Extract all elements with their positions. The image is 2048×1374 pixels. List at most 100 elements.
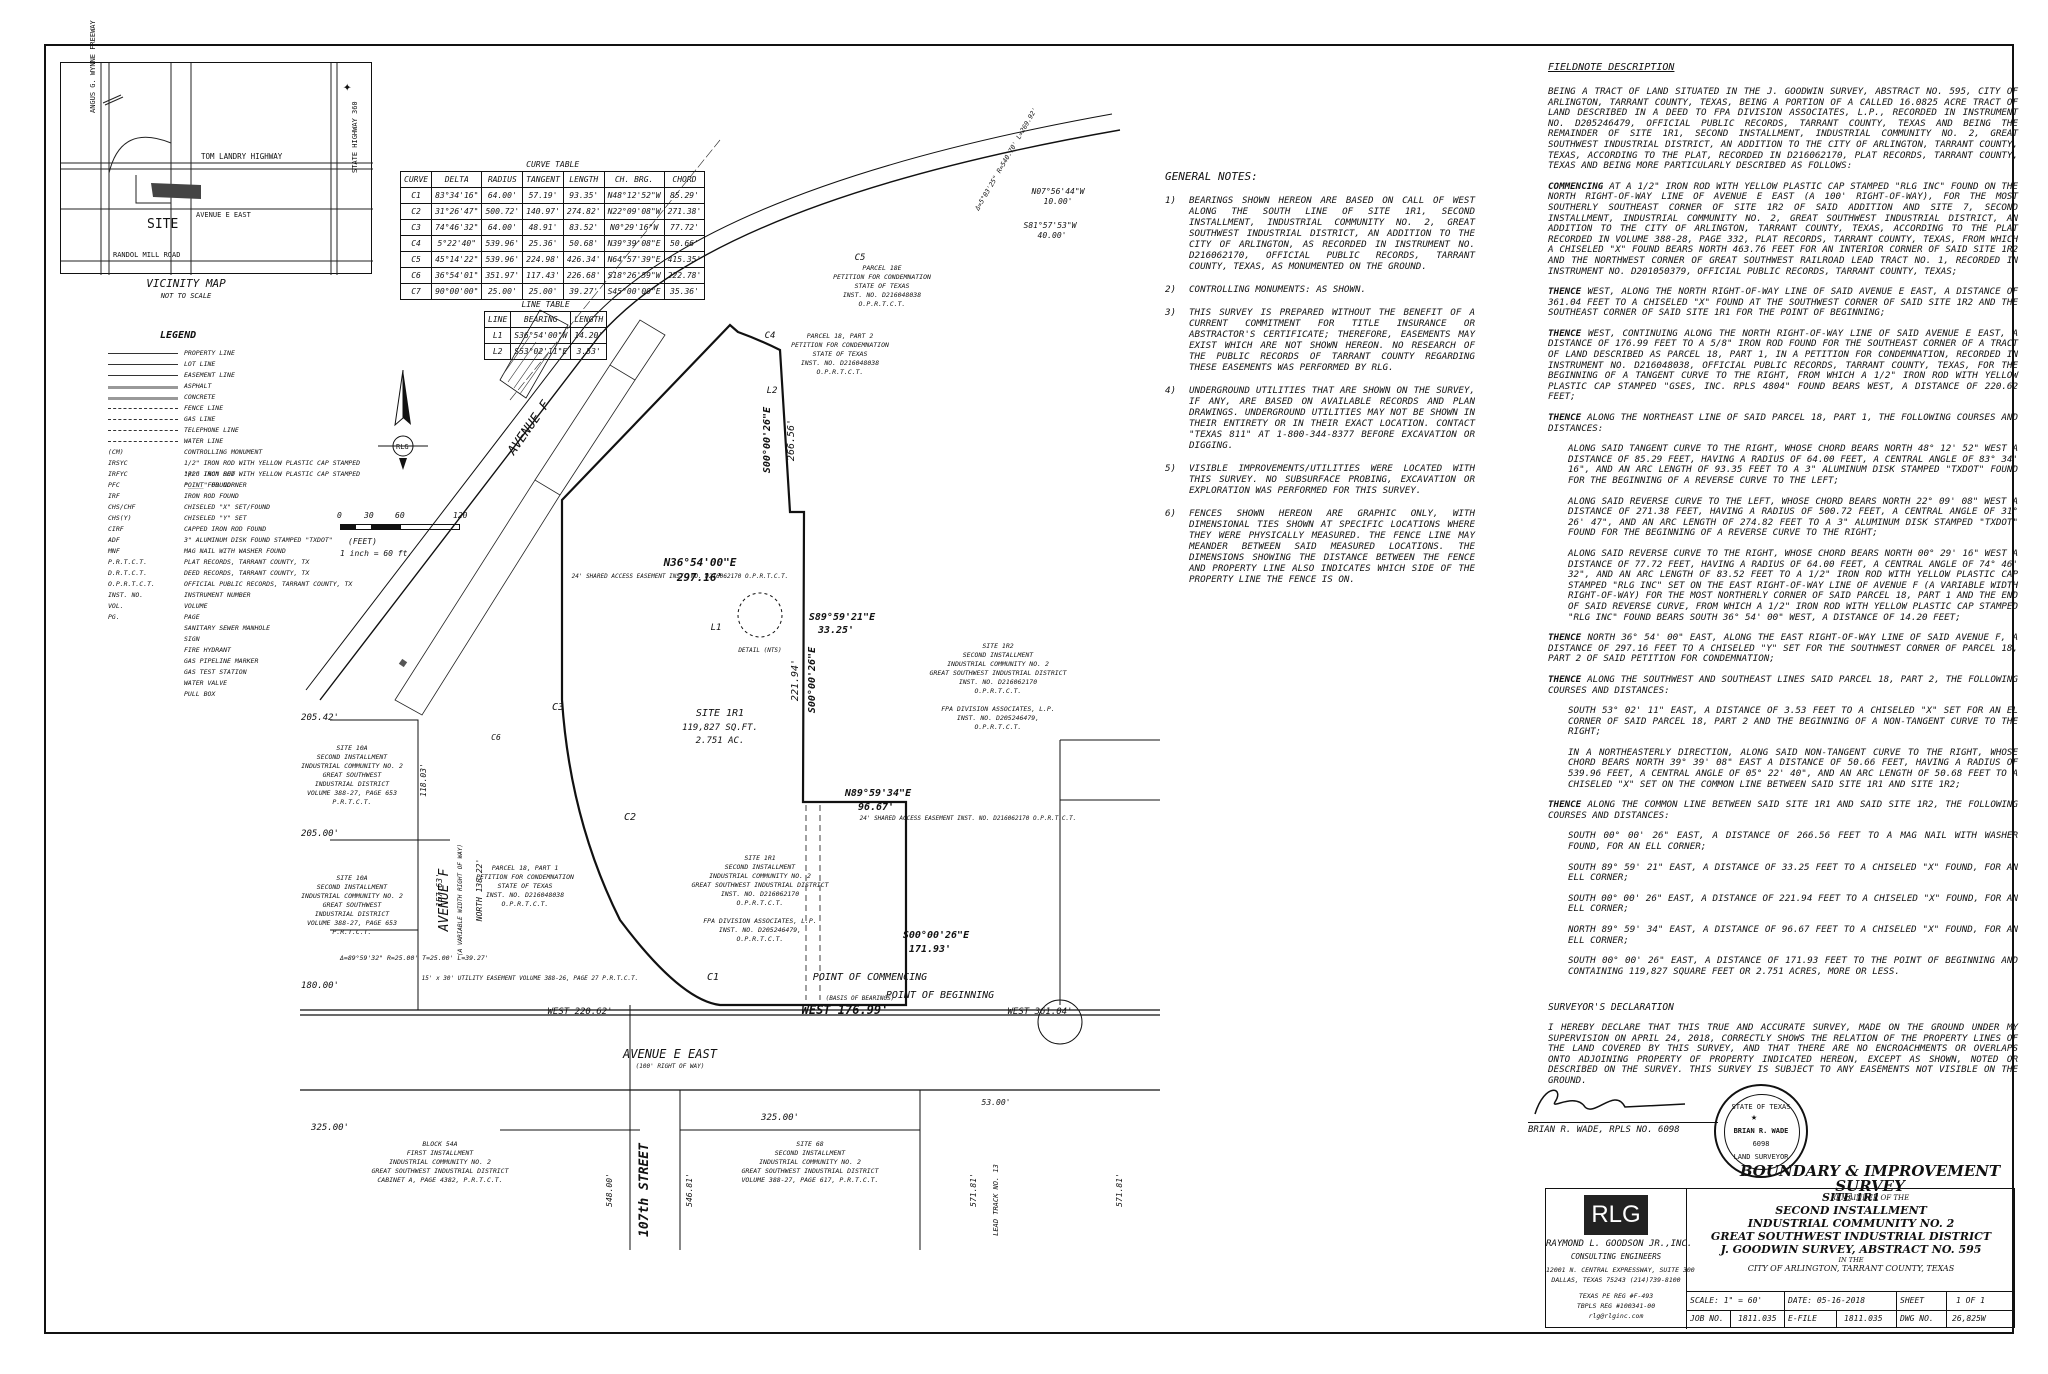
legend-item: P.R.T.C.T.PLAT RECORDS, TARRANT COUNTY, …: [108, 558, 310, 566]
fieldnote-text: ALONG THE NORTHEAST LINE OF SAID PARCEL …: [1548, 412, 2018, 434]
legend-item: FIRE HYDRANT: [108, 645, 368, 656]
site-68-label: GREAT SOUTHWEST INDUSTRIAL DISTRICT: [742, 1167, 880, 1175]
legend-item: PG.PAGE: [108, 613, 200, 621]
parcel-18e-label: O.P.R.T.C.T.: [859, 300, 906, 308]
scale-tick-0: 0: [337, 511, 342, 520]
site-10a-bottom-label: SITE 10A: [336, 874, 367, 882]
fieldnote-paragraph: SOUTH 00° 00' 26" EAST, A DISTANCE OF 17…: [1548, 955, 2018, 977]
legend-label: FENCE LINE: [184, 404, 224, 412]
fieldnote-paragraph: THENCE ALONG THE NORTHEAST LINE OF SAID …: [1548, 412, 2018, 434]
detail-label: DETAIL (NTS): [737, 647, 781, 654]
general-note: 2)CONTROLLING MONUMENTS: AS SHOWN.: [1165, 284, 1475, 295]
vicinity-avenue-e-label: AVENUE E EAST: [196, 211, 251, 219]
fieldnote-text: WEST, CONTINUING ALONG THE NORTH RIGHT-O…: [1548, 327, 2018, 403]
site-10a-bottom-label: P.R.T.C.T.: [332, 928, 371, 936]
line-table-cell: S53°02'11"E: [510, 343, 572, 360]
bearing-s89: S89°59'21"E: [809, 612, 876, 623]
legend-item: VOL.VOLUME: [108, 602, 208, 610]
title-line-6: INDUSTRIAL COMMUNITY NO. 2: [1747, 1217, 1955, 1230]
parcel-18-part-2-label: O.P.R.T.C.T.: [817, 368, 864, 376]
legend-item: WATER VALVE: [108, 678, 368, 689]
dwg-label: DWG NO.: [1900, 1314, 1934, 1323]
bearing-ne-1-length: 10.00': [1044, 197, 1073, 206]
dim-571-b: 571.81': [1115, 1173, 1124, 1207]
site-1r2-label: INST. NO. D216062170: [959, 678, 1037, 686]
bearing-s00-a-length: 266.56': [786, 419, 797, 461]
vicinity-north-arrow-icon: ✦: [343, 79, 352, 95]
parcel-18-part-1-label: STATE OF TEXAS: [498, 882, 553, 890]
fieldnote-paragraph: SOUTH 00° 00' 26" EAST, A DISTANCE OF 22…: [1548, 893, 2018, 915]
parcel-18e-label: STATE OF TEXAS: [855, 282, 910, 290]
legend-label: POINT FOR CORNER: [184, 481, 247, 489]
curve-c6-label: C6: [491, 733, 501, 742]
legend-label: 1/2" IRON ROD WITH YELLOW PLASTIC CAP ST…: [184, 470, 361, 489]
parcel-18e-label: PETITION FOR CONDEMNATION: [833, 273, 931, 281]
legend-label: CONCRETE: [184, 393, 216, 401]
scale-tick-30: 30: [364, 511, 374, 520]
fieldnote-title: FIELDNOTE DESCRIPTION: [1548, 62, 1675, 73]
site-1r2-label: INST. NO. D205246479,: [957, 714, 1039, 722]
fieldnote-text: IN A NORTHEASTERLY DIRECTION, ALONG SAID…: [1568, 746, 2018, 790]
site-1r1-lower-label: INST. NO. D205246479,: [719, 926, 801, 934]
legend-label: LOT LINE: [184, 360, 216, 368]
site-10a-bottom-label: INDUSTRIAL COMMUNITY NO. 2: [301, 892, 403, 900]
curve-top-label: Δ=5°03'25" R=540.70' L=269.92': [973, 106, 1039, 213]
fieldnote-paragraph: IN A NORTHEASTERLY DIRECTION, ALONG SAID…: [1548, 746, 2018, 790]
legend-label: MAG NAIL WITH WASHER FOUND: [184, 547, 286, 555]
fieldnote-paragraph: NORTH 89° 59' 34" EAST, A DISTANCE OF 96…: [1548, 924, 2018, 946]
legend-symbol: [108, 430, 178, 431]
company-column: RLG RAYMOND L. GOODSON JR.,INC. CONSULTI…: [1546, 1189, 1695, 1329]
legend-label: 3" ALUMINUM DISK FOUND STAMPED "TXDOT": [184, 536, 333, 544]
legend-label: GAS LINE: [184, 415, 216, 423]
general-note: 3)THIS SURVEY IS PREPARED WITHOUT THE BE…: [1165, 307, 1475, 373]
curve-c5-label: C5: [855, 253, 866, 263]
bearing-s00-b-length: 221.94': [790, 659, 801, 701]
job-value: 1811.035: [1738, 1314, 1777, 1323]
site-10a-bottom-label: SECOND INSTALLMENT: [317, 883, 389, 891]
fieldnote-text: NORTH 89° 59' 34" EAST, A DISTANCE OF 96…: [1568, 924, 2018, 946]
fieldnote-text: ALONG SAID TANGENT CURVE TO THE RIGHT, W…: [1568, 443, 2018, 486]
legend-label: CHISELED "X" SET/FOUND: [184, 503, 271, 511]
bearing-ne-2: S81°57'53"W: [1024, 221, 1078, 230]
site-10a-bottom-label: GREAT SOUTHWEST: [323, 901, 383, 909]
vicinity-freeway-label: ANGUS G. WYNNE FREEWAY: [89, 20, 97, 113]
curve-c2-label: C2: [624, 812, 636, 823]
scale-ratio: 1 inch = 60 ft.: [340, 549, 413, 558]
legend-symbol: [108, 375, 178, 376]
curve-side-label: Δ=89°59'32" R=25.00' T=25.00' L=39.27': [339, 954, 489, 962]
legend-item: FENCE LINE: [108, 403, 368, 414]
fieldnote-text: SOUTH 00° 00' 26" EAST, A DISTANCE OF 17…: [1568, 955, 2018, 977]
legend-item: LOT LINE: [108, 359, 368, 370]
company-subtitle: CONSULTING ENGINEERS: [1570, 1252, 1662, 1261]
note-text: FENCES SHOWN HEREON ARE GRAPHIC ONLY, WI…: [1189, 508, 1475, 585]
fieldnote-paragraph: THENCE ALONG THE COMMON LINE BETWEEN SAI…: [1548, 799, 2018, 821]
surveyor-text: I HEREBY DECLARE THAT THIS TRUE AND ACCU…: [1548, 1022, 2018, 1086]
parcel-18-part-2-label: PETITION FOR CONDEMNATION: [791, 341, 889, 349]
bearing-s00-b: S00°00'26"E: [807, 646, 818, 713]
legend-label: PULL BOX: [184, 690, 216, 698]
site-1r1-lower-label: GREAT SOUTHWEST INDUSTRIAL DISTRICT: [692, 881, 830, 889]
fieldnote-lead: THENCE: [1548, 286, 1582, 298]
legend-label: PLAT RECORDS, TARRANT COUNTY, TX: [184, 558, 310, 566]
fieldnote-text: WEST, ALONG THE NORTH RIGHT-OF-WAY LINE …: [1548, 286, 2018, 319]
efile-label: E-FILE: [1788, 1314, 1817, 1323]
bearing-ne-2-length: 40.00': [1038, 231, 1067, 240]
legend-item: INST. NO.INSTRUMENT NUMBER: [108, 591, 251, 599]
surveyor-signature: [1534, 1089, 1686, 1115]
legend-item: EASEMENT LINE: [108, 370, 368, 381]
legend-item: (CM)CONTROLLING MONUMENT: [108, 448, 263, 456]
title-description: SITE 1R1 SECOND INSTALLMENT INDUSTRIAL C…: [1688, 1191, 2014, 1274]
job-label: JOB NO.: [1690, 1314, 1724, 1323]
site-1r1-lower-label: O.P.R.T.C.T.: [737, 899, 784, 907]
surveyor-seal: STATE OF TEXAS ★ BRIAN R. WADE 6098 LAND…: [1714, 1084, 1808, 1178]
legend-label: FIRE HYDRANT: [184, 646, 231, 654]
legend-item: CONCRETE: [108, 392, 368, 403]
avenue-f-east-row: [319, 129, 1121, 701]
legend-label: INSTRUMENT NUMBER: [184, 591, 251, 599]
